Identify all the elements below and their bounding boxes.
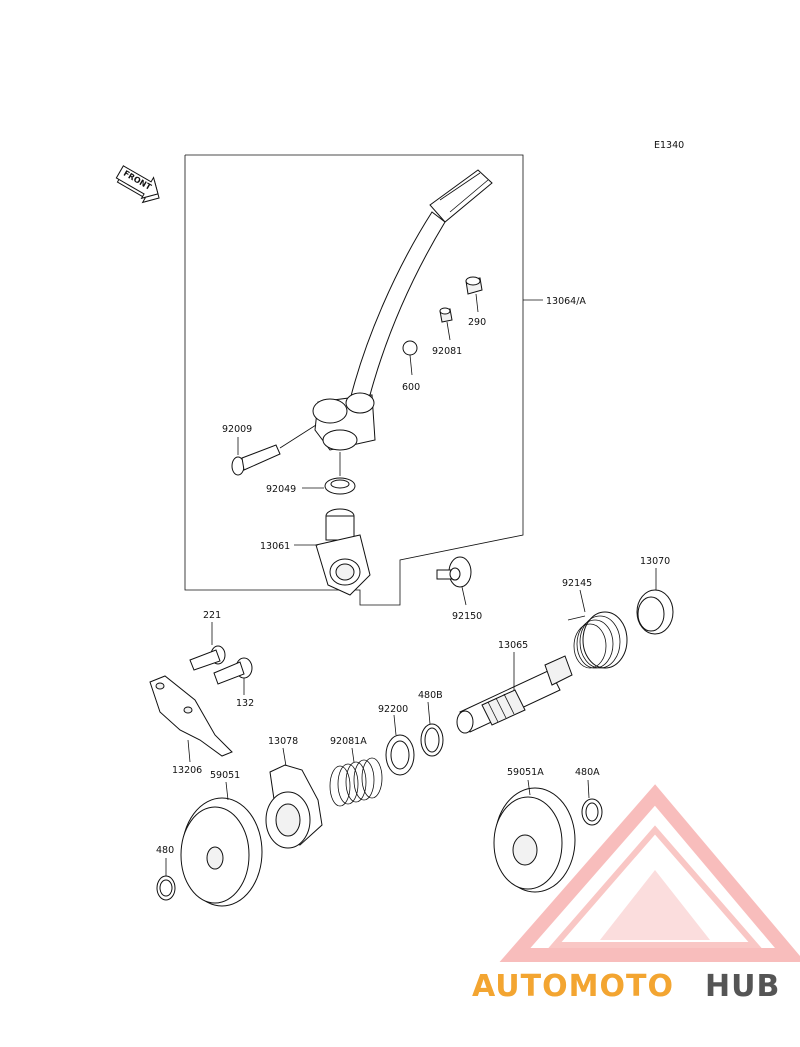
label-13206: 13206 — [172, 765, 202, 776]
part-59051-gear — [180, 797, 263, 907]
label-59051A: 59051A — [507, 767, 544, 778]
label-600: 600 — [402, 382, 420, 393]
part-13078-ratchet — [265, 764, 323, 849]
automotohub-wordmark: AUTOMOTO HUB — [472, 969, 780, 1004]
label-480B: 480B — [418, 690, 443, 701]
part-92081 — [439, 307, 453, 341]
label-480A: 480A — [575, 767, 600, 778]
label-13070: 13070 — [640, 556, 670, 567]
part-132-bolt — [213, 657, 253, 685]
automotohub-logo — [499, 784, 800, 962]
part-92145-spring — [567, 611, 628, 669]
part-290 — [465, 276, 483, 313]
brand-text-automoto: AUTOMOTO — [472, 969, 674, 1004]
label-92081: 92081 — [432, 346, 462, 357]
part-13070-collar — [636, 589, 674, 635]
label-92049: 92049 — [266, 484, 296, 495]
part-480-circlip — [156, 875, 176, 901]
label-13065: 13065 — [498, 640, 528, 651]
diagram-code: E1340 — [654, 140, 684, 151]
part-92081A-spring — [329, 757, 383, 807]
part-600-ball — [402, 340, 418, 356]
label-290: 290 — [468, 317, 486, 328]
front-arrow-icon: FRONT — [115, 165, 160, 204]
part-92009-bolt — [231, 424, 317, 476]
label-221: 221 — [203, 610, 221, 621]
part-13061-boss — [315, 508, 371, 596]
label-480: 480 — [156, 845, 174, 856]
part-92049-washer — [324, 477, 356, 495]
part-13206-plate — [149, 675, 233, 757]
label-92200: 92200 — [378, 704, 408, 715]
part-221-bolt — [189, 645, 226, 671]
label-13061: 13061 — [260, 541, 290, 552]
kick-pedal-lever — [312, 169, 493, 451]
label-92009: 92009 — [222, 424, 252, 435]
label-13078: 13078 — [268, 736, 298, 747]
label-132: 132 — [236, 698, 254, 709]
label-92150: 92150 — [452, 611, 482, 622]
label-92081A: 92081A — [330, 736, 367, 747]
part-13065-shaft — [456, 655, 573, 734]
label-92145: 92145 — [562, 578, 592, 589]
part-92150-bolt — [436, 556, 472, 588]
part-480A-circlip — [581, 798, 603, 826]
part-59051A-gear — [493, 787, 576, 893]
assembly-frame — [184, 154, 524, 606]
label-13064A: 13064/A — [546, 296, 586, 307]
part-92200-washer — [385, 734, 415, 776]
part-480B-circlip — [420, 723, 444, 757]
label-59051: 59051 — [210, 770, 240, 781]
brand-text-hub: HUB — [705, 969, 780, 1004]
